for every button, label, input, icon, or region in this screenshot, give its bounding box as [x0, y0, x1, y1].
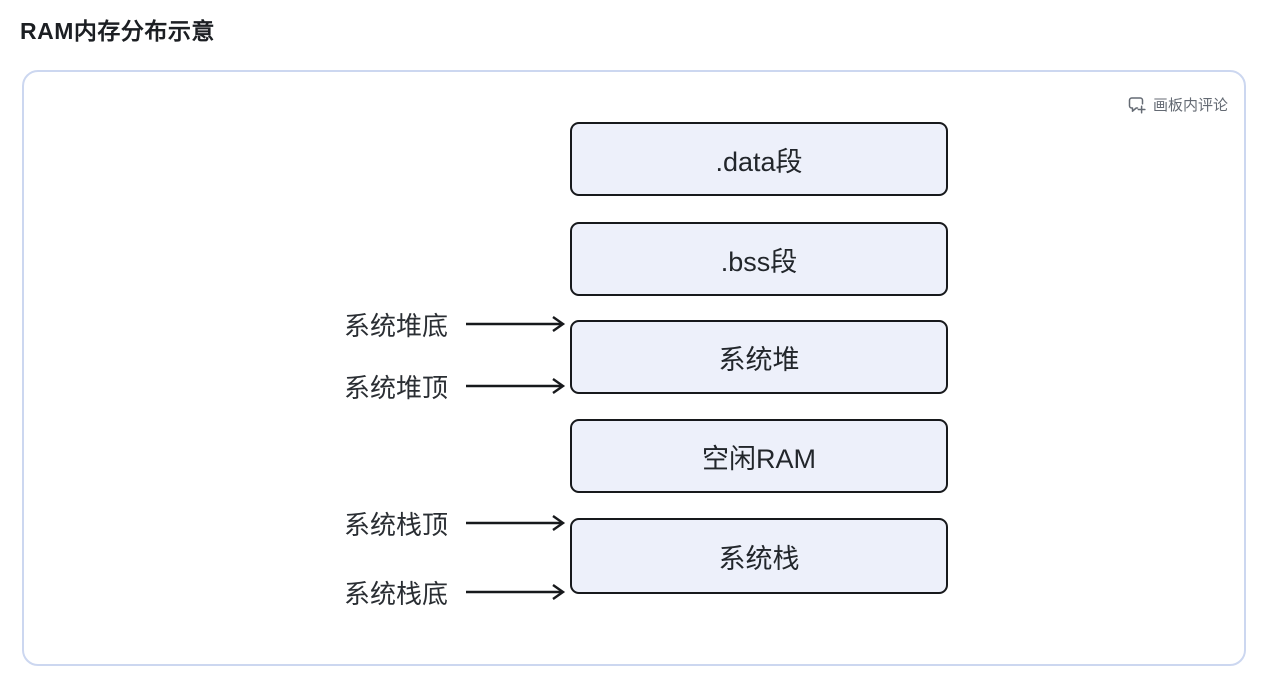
page-title: RAM内存分布示意 [20, 18, 215, 44]
memory-box-free-ram: 空闲RAM [570, 419, 948, 493]
memory-box-label: 系统堆 [718, 344, 800, 375]
comment-button-label: 画板内评论 [1152, 97, 1228, 114]
pointer-label: 系统堆底 [343, 310, 448, 341]
memory-box-label: .data段 [715, 146, 803, 177]
add-comment-icon [1127, 95, 1147, 115]
memory-box-heap: 系统堆 [570, 320, 948, 394]
memory-box-bss: .bss段 [570, 222, 948, 296]
pointer-label: 系统栈底 [343, 578, 448, 609]
pointer-heap-top: 系统堆顶 [224, 369, 570, 403]
board-comment-button[interactable]: 画板内评论 [1127, 94, 1228, 115]
arrow-right-icon [466, 316, 566, 332]
arrow-right-icon [466, 515, 566, 531]
memory-box-label: 空闲RAM [702, 443, 816, 474]
pointer-stack-top: 系统栈顶 [224, 506, 570, 540]
board-canvas[interactable]: 画板内评论 .data段 .bss段 系统堆 空闲RAM 系统栈 系统堆底 系统… [22, 70, 1246, 666]
pointer-stack-bottom: 系统栈底 [224, 575, 570, 609]
arrow-right-icon [466, 584, 566, 600]
memory-box-stack: 系统栈 [570, 518, 948, 594]
pointer-label: 系统堆顶 [343, 372, 448, 403]
pointer-heap-bottom: 系统堆底 [224, 307, 570, 341]
memory-box-label: .bss段 [720, 246, 798, 277]
arrow-right-icon [466, 378, 566, 394]
memory-box-data: .data段 [570, 122, 948, 196]
memory-box-label: 系统栈 [718, 543, 800, 574]
pointer-label: 系统栈顶 [343, 509, 448, 540]
